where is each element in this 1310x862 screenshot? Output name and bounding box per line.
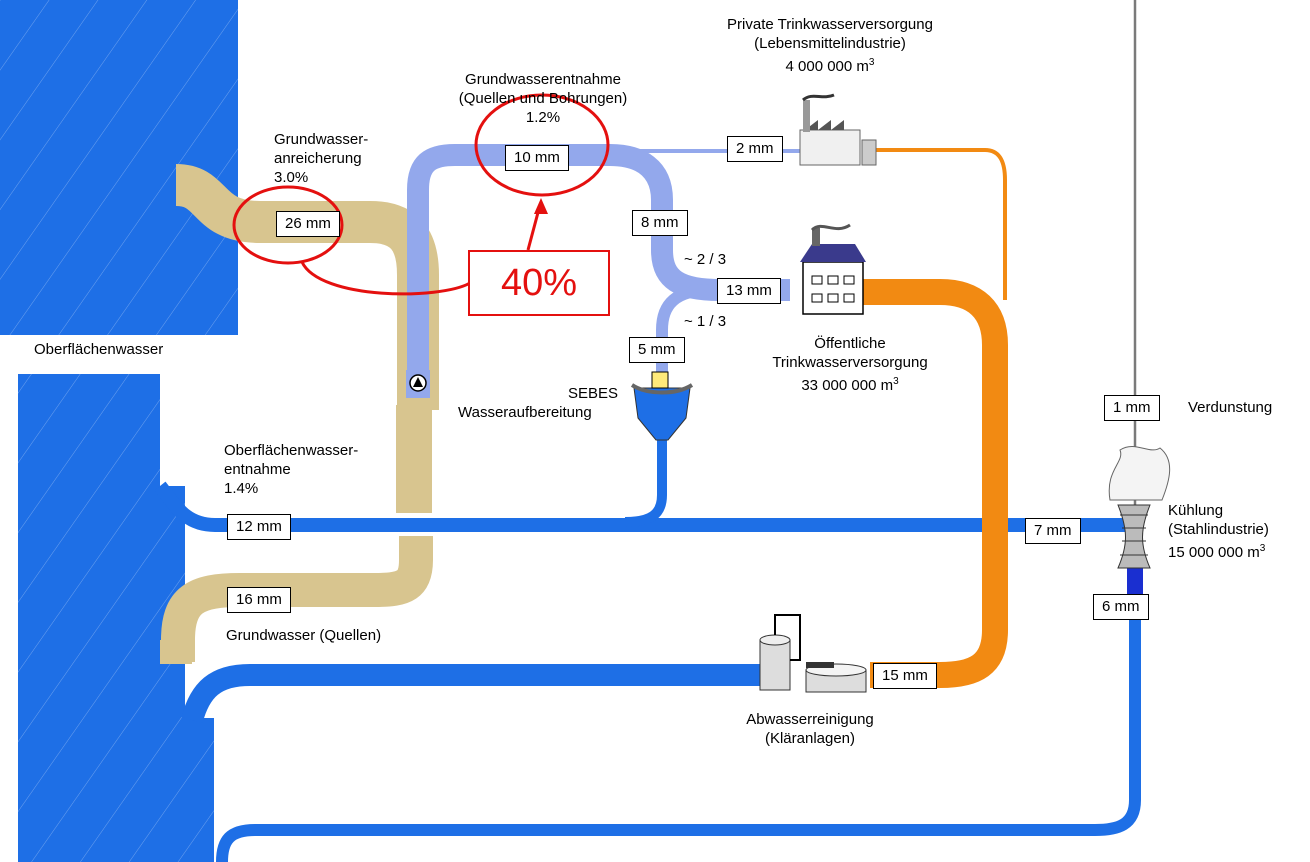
flow-box-cooling-in: 7 mm bbox=[1025, 518, 1081, 544]
recharge-highlight-circle bbox=[232, 185, 344, 265]
flow-box-cooling-out: 6 mm bbox=[1093, 594, 1149, 620]
flow-box-groundwater-extraction: 10 mm bbox=[505, 145, 569, 171]
highlight-connector bbox=[300, 261, 471, 296]
flow-box-private-supply: 2 mm bbox=[727, 136, 783, 162]
surface-extraction-pipe bbox=[154, 481, 1110, 532]
flow-box-groundwater-recharge: 26 mm bbox=[276, 211, 340, 237]
sebes-supply-pipe bbox=[656, 284, 711, 380]
cooling-tower-icon bbox=[1108, 445, 1171, 569]
private-wastewater-pipe bbox=[870, 148, 1007, 300]
cooling-return-pipe bbox=[216, 600, 1141, 862]
flow-box-public-branch: 8 mm bbox=[632, 210, 688, 236]
highlight-arrowhead bbox=[534, 198, 548, 214]
split-two-thirds-label: ~ 2 / 3 bbox=[684, 251, 727, 268]
wastewater-plant-icon bbox=[759, 614, 867, 693]
private-supply-label: Private Trinkwasserversorgung(Lebensmitt… bbox=[727, 16, 933, 75]
surface-water-upper bbox=[0, 0, 238, 335]
sebes-subtitle: Wasseraufbereitung bbox=[458, 404, 592, 421]
groundwater-extraction-pipe bbox=[407, 144, 790, 395]
extraction-highlight-circle bbox=[474, 93, 610, 197]
sebes-title: SEBES bbox=[567, 385, 618, 402]
flow-box-public-supply: 13 mm bbox=[717, 278, 781, 304]
cooling-label: Kühlung(Stahlindustrie)15 000 000 m3 bbox=[1168, 502, 1269, 561]
treatment-funnel-icon bbox=[630, 371, 694, 441]
waterworks-building-icon bbox=[800, 223, 866, 315]
flow-box-groundwater-springs: 16 mm bbox=[227, 587, 291, 613]
flow-box-wastewater: 15 mm bbox=[873, 663, 937, 689]
factory-icon bbox=[799, 93, 877, 166]
flow-box-surface-extraction: 12 mm bbox=[227, 514, 291, 540]
wastewater-label: Abwasserreinigung(Kläranlagen) bbox=[746, 711, 874, 747]
extraction-label: Grundwasserentnahme(Quellen und Bohrunge… bbox=[458, 71, 628, 126]
sebes-outflow-pipe bbox=[624, 440, 667, 527]
surface-water-label: Oberflächenwasser bbox=[34, 341, 164, 358]
groundwater-recharge-column bbox=[396, 405, 432, 513]
groundwater-springs-label: Grundwasser (Quellen) bbox=[226, 627, 382, 644]
ratio-callout: 40% bbox=[468, 250, 610, 316]
flow-box-evaporation: 1 mm bbox=[1104, 395, 1160, 421]
evaporation-label: Verdunstung bbox=[1188, 399, 1273, 416]
wastewater-pipe bbox=[860, 279, 1008, 688]
flow-box-sebes: 5 mm bbox=[629, 337, 685, 363]
split-one-third-label: ~ 1 / 3 bbox=[684, 313, 727, 330]
treated-wastewater-pipe bbox=[181, 664, 765, 724]
